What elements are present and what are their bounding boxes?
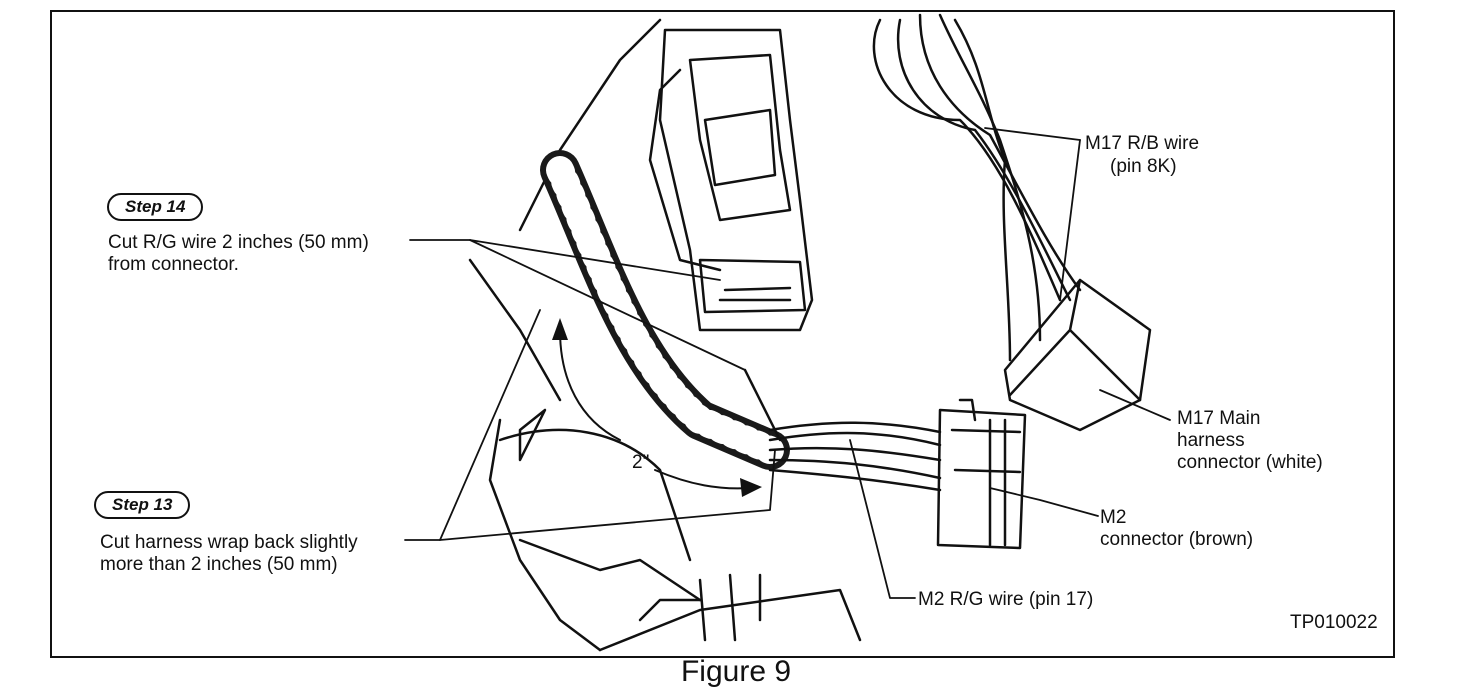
m2-wire-label: M2 R/G wire (pin 17) bbox=[918, 589, 1094, 610]
m2-connector-label-line1: M2 bbox=[1100, 507, 1127, 528]
upper-module bbox=[658, 28, 814, 332]
step-14-badge: Step 14 bbox=[107, 193, 204, 221]
dash-panel-outline bbox=[518, 18, 662, 232]
step-13-badge: Step 13 bbox=[94, 491, 191, 519]
reference-code: TP010022 bbox=[1290, 612, 1378, 633]
figure-caption: Figure 9 bbox=[680, 655, 792, 688]
m2-connector-label-line2: connector (brown) bbox=[1100, 529, 1254, 550]
step-14-text-line1: Cut R/G wire 2 inches (50 mm) bbox=[108, 232, 369, 253]
m17-connector-label-line3: connector (white) bbox=[1177, 452, 1323, 473]
m2-connector bbox=[936, 408, 1027, 550]
step-13-text-line2: more than 2 inches (50 mm) bbox=[100, 554, 338, 575]
step-14-text-line2: from connector. bbox=[108, 254, 239, 275]
m17-connector-label-line2: harness bbox=[1177, 430, 1245, 451]
m17-wire-label-line2: (pin 8K) bbox=[1110, 156, 1177, 177]
m17-wire-label-line1: M17 R/B wire bbox=[1085, 133, 1200, 154]
step-13-text-line1: Cut harness wrap back slightly bbox=[100, 532, 358, 553]
m17-wire-bundle bbox=[872, 18, 1062, 302]
lower-trim-outline bbox=[488, 418, 602, 652]
dimension-label: 2" bbox=[632, 452, 650, 473]
m17-connector bbox=[1003, 278, 1152, 432]
m17-connector-label-line1: M17 Main bbox=[1177, 408, 1261, 429]
